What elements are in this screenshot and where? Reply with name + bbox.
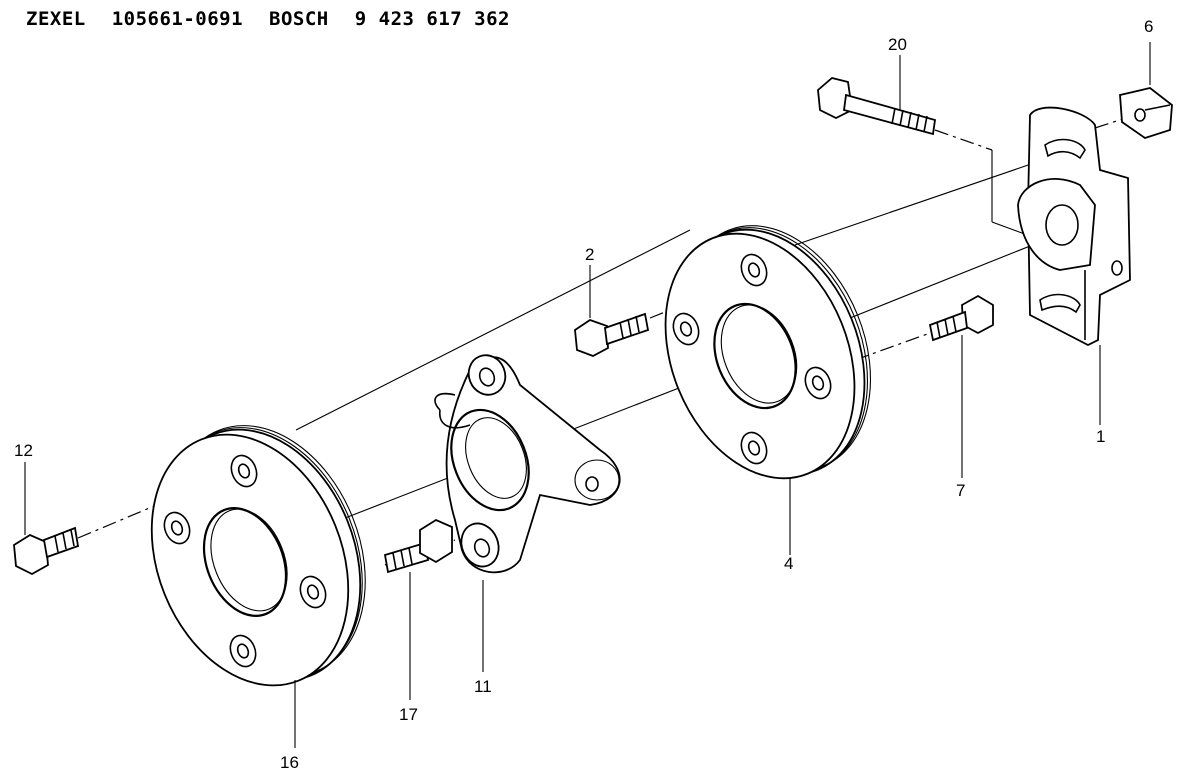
part-20-long-bolt [817,77,937,136]
callout-1: 1 [1096,427,1105,446]
callout-11: 11 [474,677,492,696]
part-16-flange-plate [150,425,366,687]
header-brand-bosch: BOSCH [269,8,329,30]
callout-20: 20 [888,35,907,54]
part-2-bolt [574,312,650,357]
part-4-flange-plate [664,225,871,480]
callout-16: 16 [280,753,299,772]
leader-lines [24,42,1151,748]
part-11-coupling-hub [434,354,621,574]
callout-labels: 1 2 4 6 7 11 12 16 17 20 [14,17,1153,772]
drawing-header: ZEXEL 105661-0691 BOSCH 9 423 617 362 [26,8,536,30]
callout-2: 2 [585,245,594,264]
callout-12: 12 [14,441,33,460]
part-12-bolt [13,526,80,576]
callout-7: 7 [956,481,965,500]
part-17-stud [383,518,453,574]
callout-4: 4 [784,554,793,573]
part-1-bracket [1017,106,1131,347]
header-brand-zexel: ZEXEL [26,8,86,30]
part-6-nut [1119,87,1173,139]
callout-6: 6 [1144,17,1153,36]
part-7-bolt [928,294,994,342]
header-code-zexel: 105661-0691 [111,8,244,30]
header-code-bosch: 9 423 617 362 [354,8,510,30]
callout-17: 17 [399,705,418,724]
